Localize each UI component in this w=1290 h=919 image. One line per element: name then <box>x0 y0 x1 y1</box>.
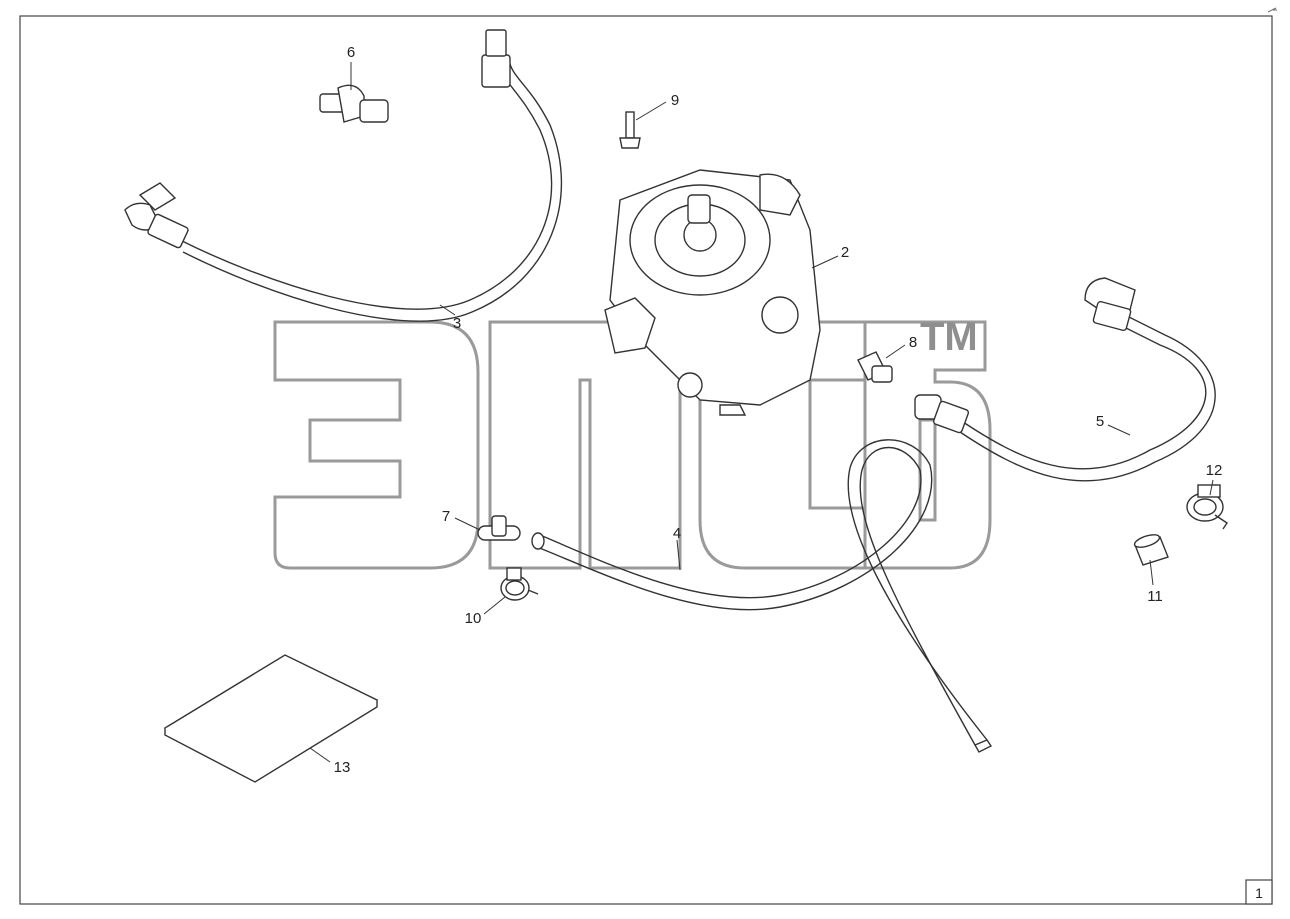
callout-label: 9 <box>671 92 679 109</box>
leader-4 <box>676 539 681 571</box>
leader-3 <box>439 304 456 316</box>
hose-part-4 <box>531 439 993 753</box>
hose-part-3 <box>124 29 563 322</box>
callout-label: 2 <box>841 244 849 261</box>
hydraulic-pump-part-2 <box>604 169 821 416</box>
hose-part-5 <box>914 277 1216 482</box>
leader-8 <box>885 344 906 359</box>
leader-9 <box>635 101 667 121</box>
leader-10 <box>483 596 506 615</box>
elbow-fitting-part-6 <box>319 84 389 123</box>
callout-label: 13 <box>334 759 351 776</box>
callout-label: 7 <box>442 508 450 525</box>
callout-leaders <box>309 62 1214 763</box>
callout-label: 3 <box>453 315 461 332</box>
leader-11 <box>1149 559 1154 586</box>
hose-clamp-part-10 <box>500 567 539 601</box>
page-number-box <box>1245 879 1273 905</box>
sleeve-part-11 <box>1133 534 1169 566</box>
callout-label: 6 <box>347 44 355 61</box>
leader-7 <box>454 517 481 531</box>
fitting-part-8 <box>857 351 893 383</box>
leader-13 <box>309 747 331 763</box>
page-number: 1 <box>1255 885 1263 901</box>
bolt-part-9 <box>619 111 641 149</box>
watermark-trademark: TM <box>920 315 978 359</box>
drawing-frame <box>19 15 1273 905</box>
callout-label: 5 <box>1096 413 1104 430</box>
callout-label: 11 <box>1147 588 1163 605</box>
callout-label: 4 <box>673 525 681 542</box>
callout-label: 12 <box>1206 462 1223 479</box>
leader-2 <box>811 255 839 269</box>
watermark-logo <box>273 320 992 570</box>
callout-label: 10 <box>465 610 482 627</box>
corner-mark <box>1267 7 1277 13</box>
manual-part-13 <box>163 654 379 783</box>
leader-5 <box>1107 424 1131 436</box>
clamp-part-12 <box>1186 484 1228 530</box>
fitting-part-7 <box>477 515 521 541</box>
leader-12 <box>1209 479 1214 496</box>
callout-label: 8 <box>909 334 917 351</box>
watermark-letter-e <box>273 320 480 570</box>
